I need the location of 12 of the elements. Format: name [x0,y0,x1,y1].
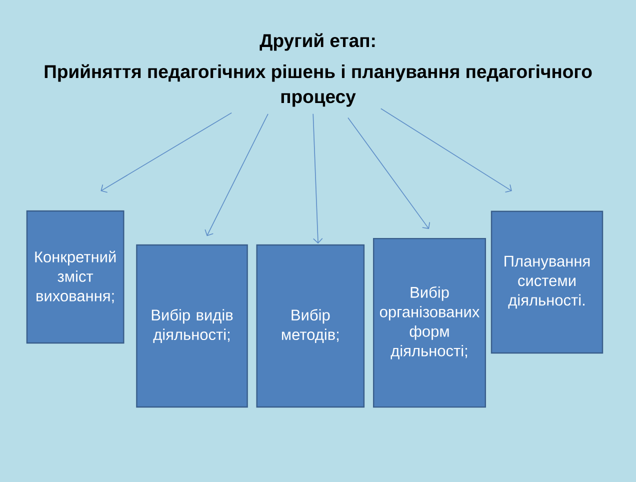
arrow [100,112,232,193]
process-box: Планування системи діяльності. [490,210,604,354]
arrow [380,108,512,193]
heading-text: Другий етап: [260,33,375,51]
heading-text: Прийняття педагогічних рішень і планування педагогічного процесу [44,64,592,107]
arrow [312,114,323,244]
process-box: Вибір організованих форм діяльності; [373,238,486,408]
process-box: Вибір видів діяльності; [136,244,248,408]
arrow [204,114,268,236]
arrow [348,117,430,229]
process-box: Конкретний зміст виховання; [26,210,124,344]
process-box: Вибір методів; [256,244,365,408]
